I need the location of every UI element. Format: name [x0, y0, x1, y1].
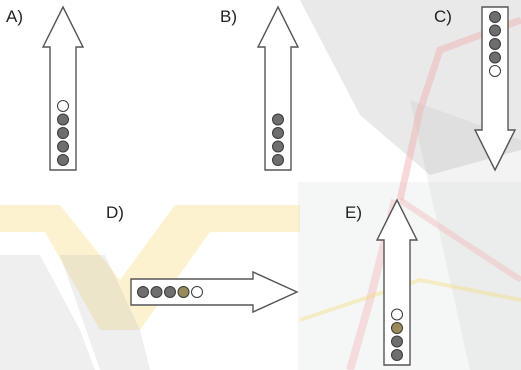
token-filled-c-1	[489, 24, 501, 37]
bg-gray-chevrons-2	[60, 255, 150, 370]
token-filled-c-3	[489, 51, 501, 64]
token-filled-e-3	[391, 349, 403, 361]
token-tan-d-3	[177, 286, 190, 298]
token-tan-e-1	[391, 322, 403, 334]
panel-a	[41, 5, 85, 171]
bg-yellow-chevrons	[0, 205, 300, 330]
panel-b	[256, 5, 300, 171]
token-empty-c-4	[489, 65, 501, 77]
token-empty-e-0	[391, 308, 403, 321]
bg-gray-chevrons	[0, 255, 95, 370]
arrow-right-d	[130, 270, 299, 314]
token-filled-a-3	[57, 140, 69, 153]
arrow-up-b	[256, 5, 300, 171]
panel-d	[130, 270, 299, 314]
token-filled-e-2	[391, 335, 403, 348]
arrow-up-a	[41, 5, 85, 171]
panel-a-label: A)	[6, 7, 23, 26]
token-empty-d-4	[191, 286, 203, 298]
token-filled-c-0	[489, 11, 501, 23]
panel-b-label: B)	[220, 7, 237, 26]
panel-c	[473, 6, 517, 172]
panel-c-label: C)	[434, 7, 452, 26]
token-empty-a-0	[57, 100, 69, 112]
panel-e	[375, 198, 419, 366]
token-filled-c-2	[489, 38, 501, 50]
token-filled-b-2	[272, 140, 284, 153]
bg-pink-line-2	[398, 197, 521, 283]
arrow-down-c	[473, 6, 517, 172]
token-filled-a-2	[57, 127, 69, 139]
token-filled-d-2	[164, 286, 176, 298]
token-filled-a-1	[57, 113, 69, 126]
token-filled-b-1	[272, 127, 284, 139]
token-filled-a-4	[57, 154, 69, 166]
token-filled-b-0	[272, 113, 284, 126]
panel-d-label: D)	[106, 203, 124, 222]
token-filled-d-0	[137, 286, 149, 298]
token-filled-b-3	[272, 154, 284, 166]
bg-pink-line	[396, 16, 521, 201]
panel-e-label: E)	[345, 203, 362, 222]
arrow-up-e	[375, 198, 419, 366]
bg-yellow-line	[299, 277, 521, 322]
token-filled-d-1	[150, 286, 163, 298]
